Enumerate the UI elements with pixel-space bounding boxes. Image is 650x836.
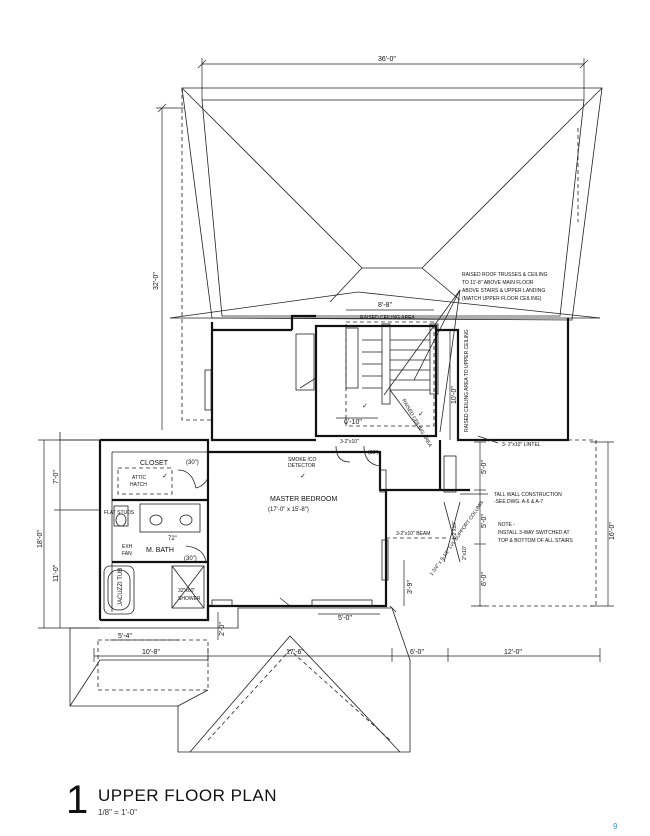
jacuzzi-tub-label: JACUZZI TUB [118,568,124,606]
note-tall-wall-line-1: TALL WALL CONSTRUCTION [494,492,562,498]
beam-label: 3-2"x10" BEAM [396,531,430,537]
master-bedroom: MASTER BEDROOM (17'-0" x 15'-8") SMOKE /… [268,439,381,622]
closet-smoke-marker: ✓ [162,473,168,480]
upper-roof-outline [169,87,603,421]
bedroom-smoke-marker: ✓ [300,473,306,480]
lintel-vertical-label: 1-2"x10" [452,521,458,540]
upper-left-room [204,314,317,442]
attic-hatch-label-2: HATCH [130,482,147,488]
bath-door-label: (30") [184,556,197,562]
title-block: 1 UPPER FLOOR PLAN 1/8" = 1'-0" [62,780,462,825]
lower-roof-outline [59,432,411,753]
vanity-width-label: 72" [168,536,177,542]
note-switch-line-2: INSTALL 3-WAY SWITCHED AT [498,530,570,536]
dim-bottom-left: 10'-8" [142,649,160,656]
dim-bottom-mid: 17'-6" [286,649,304,656]
raised-ceiling-area-label: RAISED CEILING AREA [360,315,415,321]
drawing-title: UPPER FLOOR PLAN [98,786,277,805]
dim-left-lower: 11'-0" [53,564,60,582]
shower-label: SHOWER [178,596,201,602]
right-dimensions: 5'-0" 5'-0" 6'-0" 16'-0" TALL WALL CONST… [460,439,616,607]
exh-fan-label-2: FAN [122,551,132,557]
exh-fan-label-1: EXH [122,544,133,550]
left-dimensions: 18'-0" 7'-0" 11'-0" [37,439,100,629]
dim-right-total: 16'-0" [609,522,616,540]
closet-label: CLOSET [140,460,169,467]
smoke-detector-label-1: SMOKE /CO [288,457,316,463]
master-bedroom-size: (17'-0" x 15'-8") [268,507,309,513]
lintel-vertical-label-2: 2"x10" [462,545,468,560]
dim-bottom-c: 6'-0" [410,649,424,656]
master-bath: FLAT STUDS 72" EXH FAN M. BATH (30") JAC… [103,503,207,615]
dim-left-total: 18'-0" [37,530,44,548]
dim-left-depth: 32'-0" [153,272,160,290]
raised-ceiling-diag-label: RAISED CEILING AREA [400,398,433,449]
right-stair-area: 10'-0" RAISED CEILING AREA TO UPPER CEIL… [436,318,570,448]
drawing-number: 1 [66,778,89,822]
stair-area: 8'-8" RAISED CEILING AREA RAISED CEILING… [314,302,439,449]
m-bath-label: M. BATH [146,547,174,554]
lintel-right-label: 3- 2"x10" LINTEL [502,442,541,448]
dim-stair-run: 6'-10" [344,419,362,426]
dim-raised-ceiling: 8'-8" [378,302,392,309]
closet-door-label: (30") [186,460,199,466]
bottom-dimensions: 5'-4" 2'-0" 10'-8" 17'-6" 6'-0" 12'-0" [93,612,601,662]
note-switch-line-3: TOP & BOTTOM OF ALL STAIRS [498,538,573,544]
dim-bath-wall: 5'-4" [118,633,132,640]
page-number: 9 [613,822,618,831]
floor-plan-drawing: 36'-0" 32'-0" RAISED ROOF TRUSSES & CEIL… [37,56,616,753]
dim-bath-lower: 2'-0" [219,622,226,636]
main-walls [98,438,470,622]
smoke-marker-stair: ✓ [362,403,368,410]
dim-right-a: 5'-0" [481,460,488,474]
master-bedroom-label: MASTER BEDROOM [270,496,337,503]
closet: CLOSET ATTIC HATCH (30") ✓ [117,460,209,495]
note-trusses-line-2: TO 11'-8" ABOVE MAIN FLOOR [462,280,534,286]
note-trusses-line-1: RAISED ROOF TRUSSES & CEILING [462,272,548,278]
dim-bottom-right: 12'-0" [504,649,522,656]
flat-studs-label: FLAT STUDS [104,510,135,516]
dim-bedroom-bottom: 5'-0" [338,615,352,622]
raised-ceiling-right-label: RAISED CEILING AREA TO UPPER CEILING [464,329,470,432]
raised-trusses-note: RAISED ROOF TRUSSES & CEILING TO 11'-8" … [383,272,548,433]
shower-size-label: 32"x60" [178,588,195,594]
dim-beam-left: 3'-9" [407,580,414,594]
note-switch-line-1: NOTE - [498,522,515,528]
dim-stair-right: 10'-0" [451,386,458,404]
dim-left-upper: 7'-0" [53,470,60,484]
dim-right-b: 5'-0" [481,514,488,528]
lintel-stair-label: 3-2"x10" [340,439,359,445]
stair-door-label: (30") [368,450,379,456]
top-width-dimension: 36'-0" [197,56,589,100]
attic-hatch-label-1: ATTIC [132,475,146,481]
drawing-scale: 1/8" = 1'-0" [98,808,138,817]
note-trusses-line-3: ABOVE STAIRS & UPPER LANDING [462,288,545,294]
smoke-detector-label-2: DETECTOR [288,463,316,469]
dim-right-c: 6'-0" [481,572,488,586]
note-tall-wall-line-2: -SEE DWG. A-6 & A-7 [494,499,543,505]
note-trusses-line-4: (MATCH UPPER FLOOR CEILING) [462,296,542,302]
dim-top-width: 36'-0" [378,56,396,63]
beam-area: 3-2"x10" BEAM 1-3/4" x 9-1/2" LVL SUPPOR… [386,500,485,606]
left-depth-dimension: 32'-0" [153,103,184,430]
smoke-marker-landing: ✓ [418,411,424,418]
